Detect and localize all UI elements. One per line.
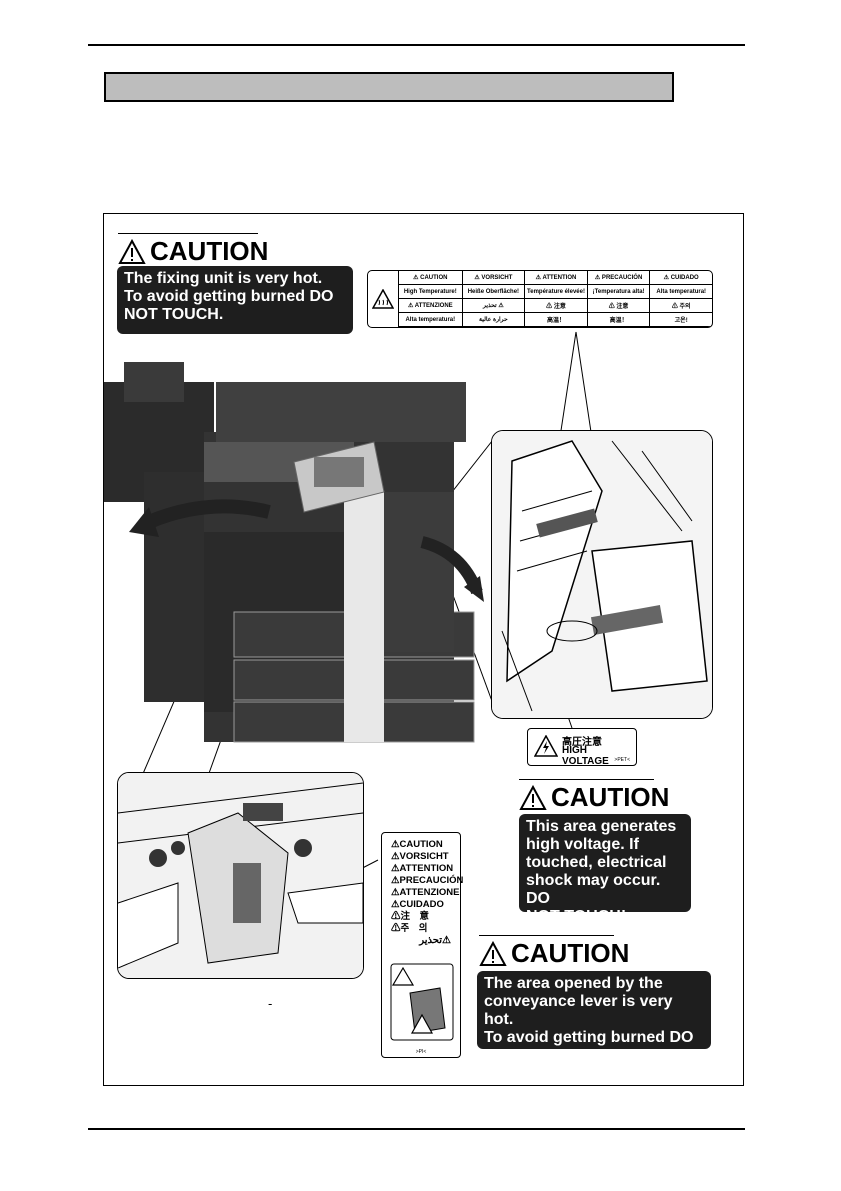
temperature-label-cell: 高温！ — [586, 313, 650, 327]
side-label-item: ⚠VORSICHT — [391, 851, 449, 862]
side-label-code: >PI< — [415, 1049, 427, 1055]
high-voltage-notice-text: This area generates high voltage. If tou… — [526, 818, 677, 925]
caution-heading-high-voltage: CAUTION — [519, 779, 670, 813]
section-title-bar — [104, 72, 674, 102]
temperature-label-cell: ¡Temperatura alta! — [586, 285, 650, 299]
fixing-unit-notice: The fixing unit is very hot. To avoid ge… — [117, 266, 353, 334]
temperature-label-grid: ⚠ CAUTION⚠ VORSICHT⚠ ATTENTION⚠ PRECAUCI… — [399, 271, 712, 327]
electric-hazard-icon — [534, 735, 558, 757]
high-temperature-label: ⚠ CAUTION⚠ VORSICHT⚠ ATTENTION⚠ PRECAUCI… — [367, 270, 713, 328]
hot-surface-icon — [368, 271, 399, 327]
side-label-item: ⚠CAUTION — [391, 839, 443, 850]
side-label-item: ⚠ATTENTION — [391, 863, 454, 874]
temperature-label-cell: 高温！ — [524, 313, 587, 327]
hv-label-english: HIGH VOLTAGE — [562, 745, 609, 767]
warning-triangle-icon — [479, 940, 507, 966]
temperature-label-cell: ⚠ 注意 — [586, 299, 650, 313]
temperature-label-cell: ⚠ ATTENZIONE — [399, 299, 462, 313]
temperature-label-cell: Alta temperatura! — [399, 313, 462, 327]
conveyance-notice: The area opened by the conveyance lever … — [477, 971, 711, 1064]
side-label-item: ⚠PRECAUCIÓN — [391, 875, 464, 886]
high-voltage-notice: This area generates high voltage. If tou… — [519, 814, 691, 925]
temperature-label-cell: حرارة عالية — [461, 313, 525, 327]
temperature-label-cell: ⚠ CAUTION — [399, 271, 462, 285]
caution-heading-text: CAUTION — [150, 236, 269, 266]
temperature-label-cell: Heiße Oberfläche! — [461, 285, 525, 299]
temperature-label-cell: 고온! — [649, 313, 712, 327]
warning-triangle-icon — [118, 238, 146, 264]
fusing-unit-photo — [491, 430, 713, 719]
caution-heading-text: CAUTION — [551, 782, 670, 812]
hv-label-code: >PET< — [614, 757, 630, 763]
caution-heading-text: CAUTION — [511, 938, 630, 968]
figure-frame — [103, 213, 744, 1086]
side-label-list: ⚠CAUTION⚠VORSICHT⚠ATTENTION⚠PRECAUCIÓN⚠A… — [382, 833, 464, 935]
high-voltage-label: 高圧注意 HIGH VOLTAGE >PET< — [527, 728, 637, 767]
conveyance-caution-label: ⚠CAUTION⚠VORSICHT⚠ATTENTION⚠PRECAUCIÓN⚠A… — [381, 832, 464, 1058]
tick-mark: - — [268, 996, 273, 1011]
footer-rule — [88, 1128, 745, 1130]
hv-label-japanese: 高圧注意 — [562, 737, 602, 748]
caution-heading-conveyance: CAUTION — [479, 935, 630, 969]
side-label-item: ⚠주 의 — [391, 923, 428, 934]
temperature-label-cell: ⚠ CUIDADO — [649, 271, 712, 285]
temperature-label-cell: ⚠ ATTENTION — [524, 271, 587, 285]
temperature-label-cell: ⚠ VORSICHT — [461, 271, 525, 285]
fixing-unit-notice-text: The fixing unit is very hot. To avoid ge… — [124, 270, 334, 323]
hot-conveyance-pictogram — [390, 963, 454, 1041]
temperature-label-cell: High Temperature! — [399, 285, 462, 299]
temperature-label-cell: ⚠ 주의 — [649, 299, 712, 313]
header-rule — [88, 44, 745, 46]
temperature-label-cell: تحذير ⚠ — [461, 299, 525, 313]
side-label-item: ⚠ATTENZIONE — [391, 887, 460, 898]
conveyance-notice-text: The area opened by the conveyance lever … — [484, 975, 694, 1064]
side-label-item: ⚠注 意 — [391, 911, 430, 922]
conveyance-area-photo — [117, 772, 364, 979]
side-label-item: ⚠CUIDADO — [391, 899, 444, 910]
copier-illustration — [104, 362, 484, 743]
temperature-label-cell: ⚠ PRECAUCIÓN — [586, 271, 650, 285]
side-label-arabic: تحذير⚠ — [419, 935, 451, 946]
warning-triangle-icon — [519, 784, 547, 810]
temperature-label-cell: ⚠ 注意 — [524, 299, 587, 313]
temperature-label-cell: Température élevée! — [524, 285, 587, 299]
temperature-label-cell: Alta temperatura! — [649, 285, 712, 299]
caution-heading-fixing: CAUTION — [118, 233, 269, 267]
